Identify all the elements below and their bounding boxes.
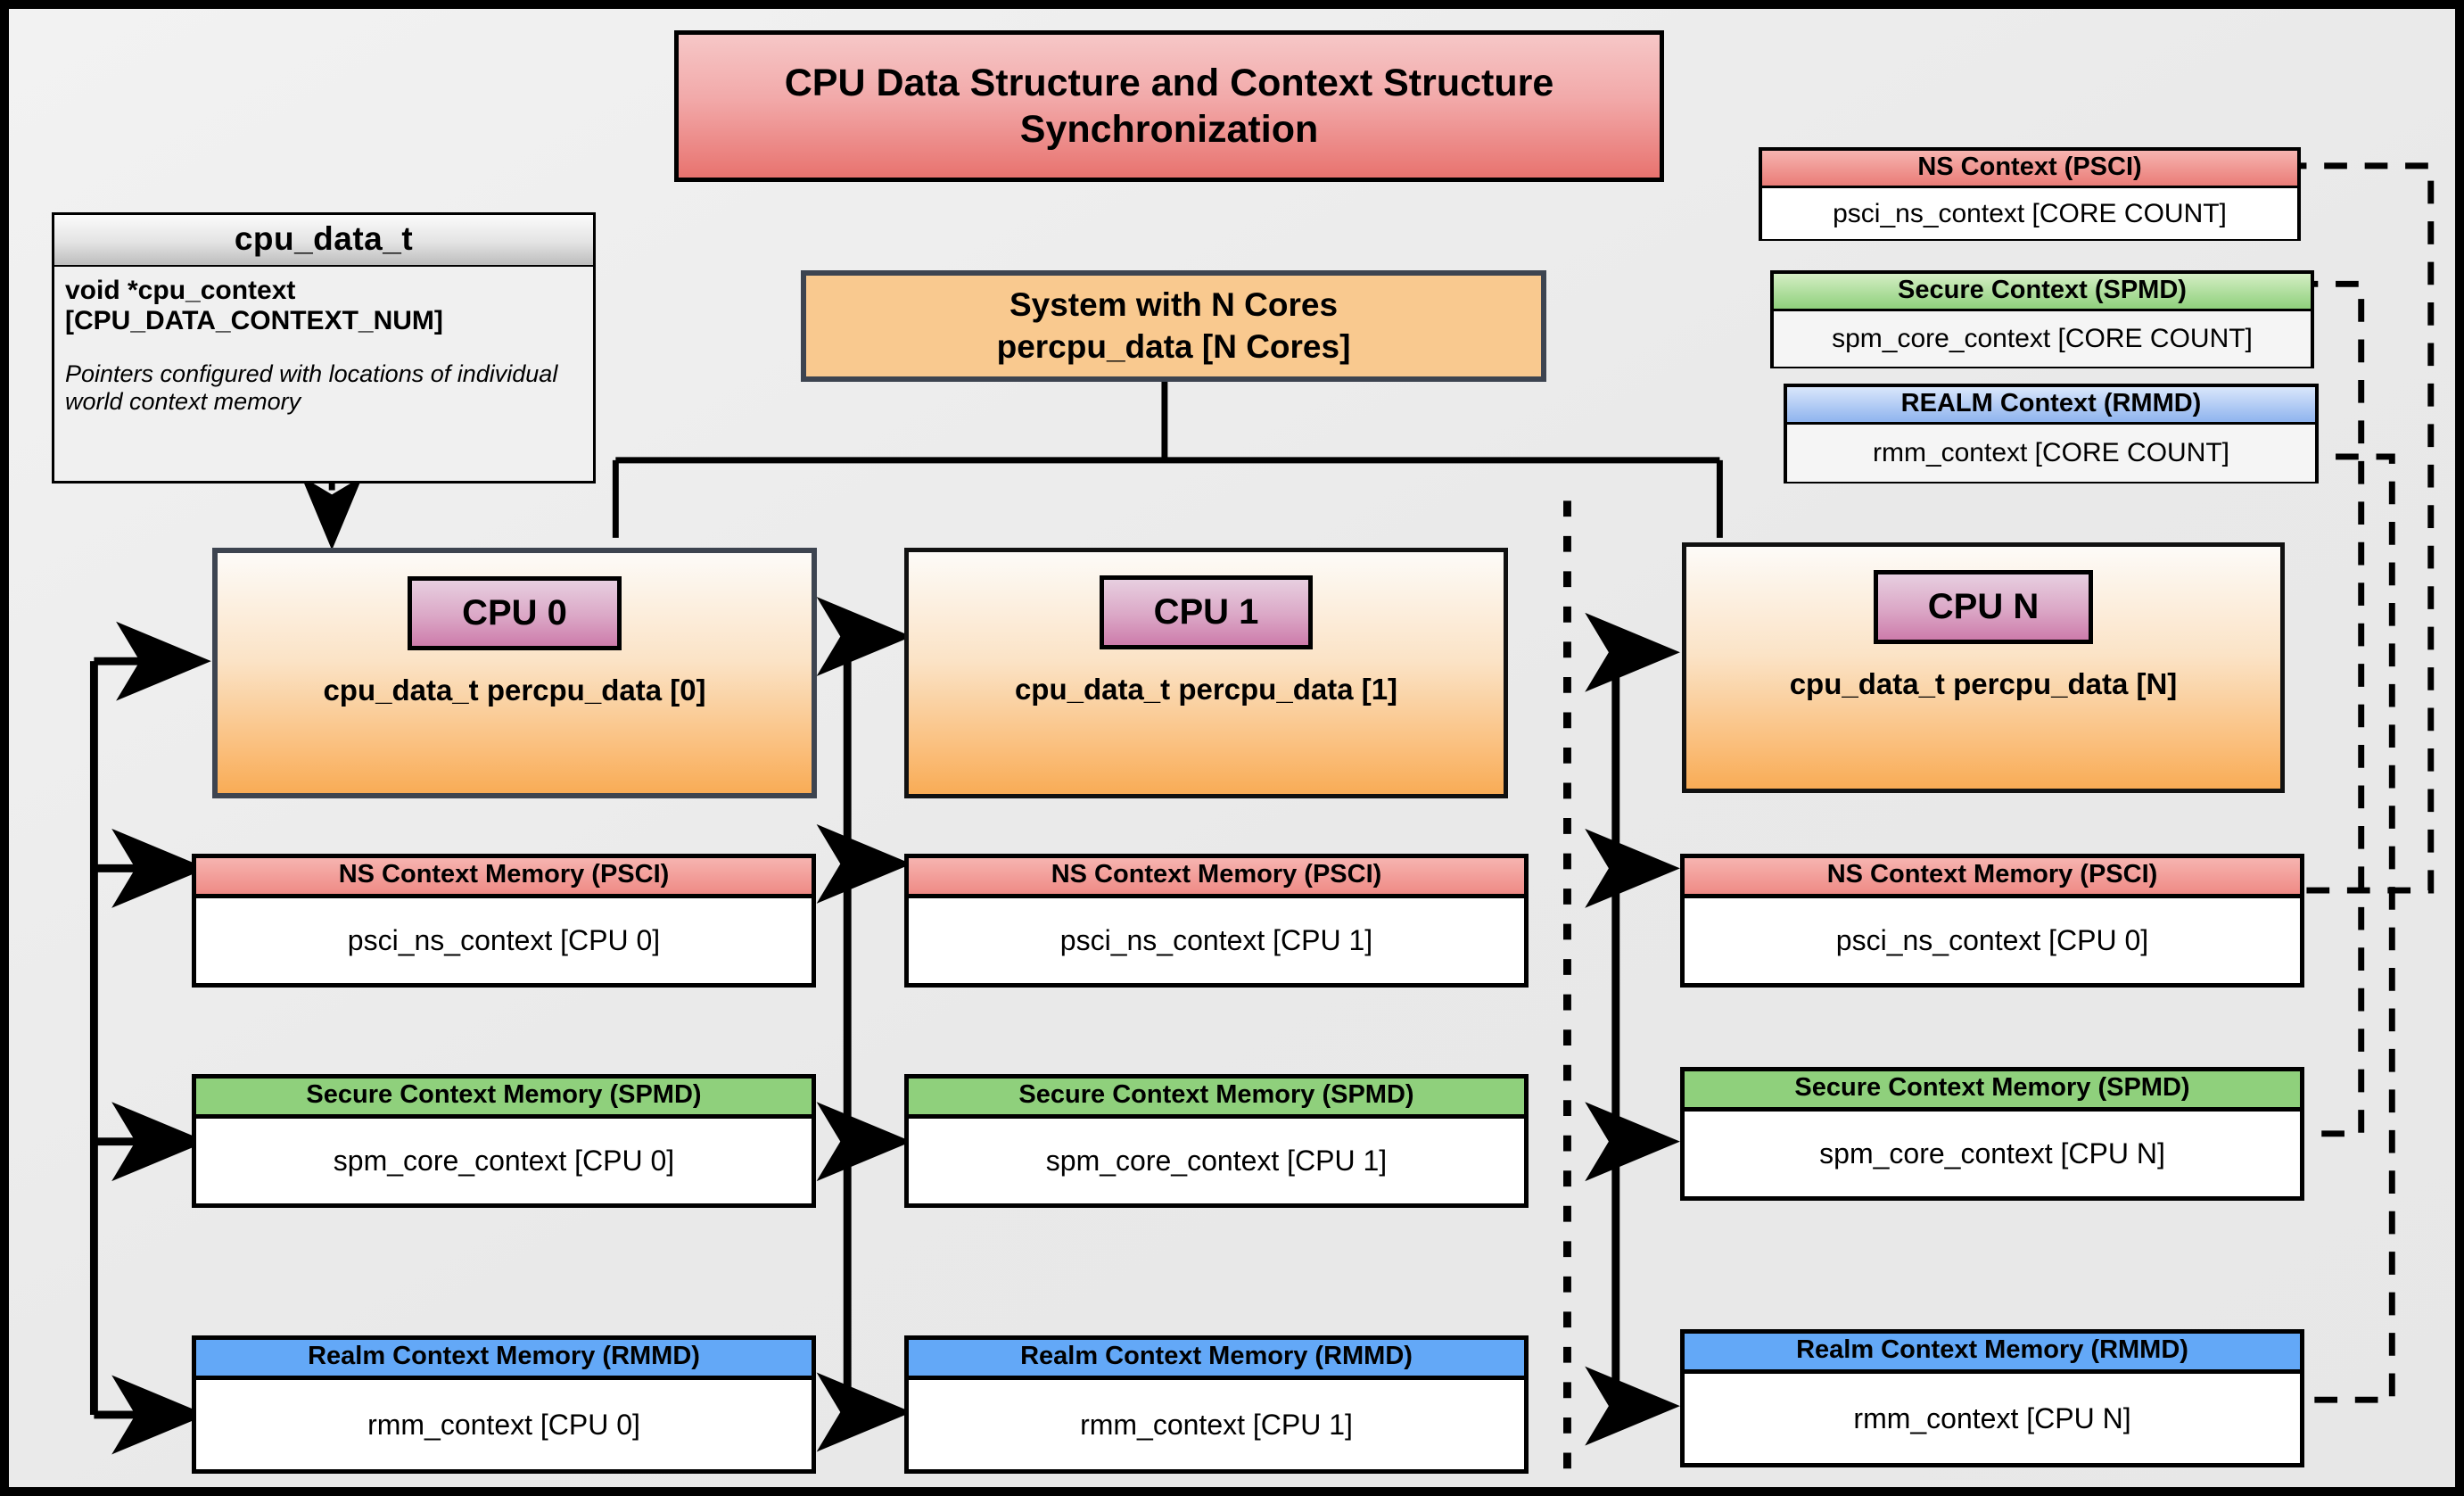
global-context-ns-body: psci_ns_context [CORE COUNT]: [1762, 188, 2297, 239]
cpu-chip-label-0: CPU 0: [408, 576, 622, 650]
cpu-panel-n: CPU N cpu_data_t percpu_data [N]: [1682, 542, 2285, 793]
memory-box-cpun-realm-header: Realm Context Memory (RMMD): [1685, 1334, 2300, 1374]
global-context-ns: NS Context (PSCI) psci_ns_context [CORE …: [1759, 147, 2301, 241]
global-context-secure-header: Secure Context (SPMD): [1774, 274, 2311, 311]
global-context-realm: REALM Context (RMMD) rmm_context [CORE C…: [1784, 384, 2319, 484]
cpu-panel-1: CPU 1 cpu_data_t percpu_data [1]: [904, 548, 1508, 798]
system-box: System with N Cores percpu_data [N Cores…: [801, 270, 1546, 382]
global-context-secure-body: spm_core_context [CORE COUNT]: [1774, 311, 2311, 367]
memory-box-cpu0-ns: NS Context Memory (PSCI) psci_ns_context…: [192, 854, 816, 988]
memory-box-cpun-ns-header: NS Context Memory (PSCI): [1685, 858, 2300, 898]
global-context-realm-body: rmm_context [CORE COUNT]: [1787, 425, 2315, 482]
memory-box-cpu0-secure-header: Secure Context Memory (SPMD): [196, 1079, 812, 1119]
memory-box-cpu1-secure: Secure Context Memory (SPMD) spm_core_co…: [904, 1074, 1529, 1208]
memory-box-cpu1-secure-body: spm_core_context [CPU 1]: [1045, 1145, 1388, 1178]
memory-box-cpun-realm-body: rmm_context [CPU N]: [1853, 1401, 2131, 1434]
system-line1: System with N Cores: [1009, 286, 1339, 324]
memory-box-cpu1-realm-body: rmm_context [CPU 1]: [1080, 1408, 1353, 1441]
memory-box-cpun-secure-body: spm_core_context [CPU N]: [1819, 1137, 2165, 1170]
page-title: CPU Data Structure and Context Structure…: [674, 30, 1664, 182]
memory-box-cpun-secure: Secure Context Memory (SPMD) spm_core_co…: [1680, 1067, 2304, 1201]
cpu-caption-n: cpu_data_t percpu_data [N]: [1789, 667, 2178, 700]
memory-box-cpu1-ns: NS Context Memory (PSCI) psci_ns_context…: [904, 854, 1529, 988]
memory-box-cpun-secure-header: Secure Context Memory (SPMD): [1685, 1071, 2300, 1112]
cpu-panel-0: CPU 0 cpu_data_t percpu_data [0]: [212, 548, 817, 798]
global-context-ns-header: NS Context (PSCI): [1762, 151, 2297, 188]
cpu-caption-0: cpu_data_t percpu_data [0]: [323, 674, 706, 707]
cpu-chip-label-n: CPU N: [1873, 570, 2094, 644]
memory-box-cpun-realm: Realm Context Memory (RMMD) rmm_context …: [1680, 1329, 2304, 1467]
memory-box-cpu1-realm-header: Realm Context Memory (RMMD): [909, 1340, 1524, 1380]
memory-box-cpu0-secure: Secure Context Memory (SPMD) spm_core_co…: [192, 1074, 816, 1208]
memory-box-cpu0-ns-body: psci_ns_context [CPU 0]: [347, 924, 661, 957]
memory-box-cpu0-realm-body: rmm_context [CPU 0]: [367, 1408, 640, 1441]
memory-box-cpu0-ns-header: NS Context Memory (PSCI): [196, 858, 812, 898]
memory-box-cpu1-realm: Realm Context Memory (RMMD) rmm_context …: [904, 1335, 1529, 1474]
memory-box-cpu0-secure-body: spm_core_context [CPU 0]: [333, 1145, 675, 1178]
memory-box-cpu1-ns-header: NS Context Memory (PSCI): [909, 858, 1524, 898]
cpu-data-t-class-box: cpu_data_t void *cpu_context [CPU_DATA_C…: [52, 212, 596, 484]
system-line2: percpu_data [N Cores]: [996, 327, 1351, 365]
cpu-data-t-signature-line1: void *cpu_context: [65, 276, 296, 305]
global-context-realm-header: REALM Context (RMMD): [1787, 387, 2315, 425]
memory-box-cpu0-realm-header: Realm Context Memory (RMMD): [196, 1340, 812, 1380]
memory-box-cpun-ns: NS Context Memory (PSCI) psci_ns_context…: [1680, 854, 2304, 988]
cpu-data-t-title: cpu_data_t: [54, 215, 593, 267]
memory-box-cpun-ns-body: psci_ns_context [CPU 0]: [1835, 924, 2149, 957]
memory-box-cpu0-realm: Realm Context Memory (RMMD) rmm_context …: [192, 1335, 816, 1474]
cpu-data-t-signature-line2: [CPU_DATA_CONTEXT_NUM]: [65, 305, 443, 335]
cpu-data-t-body: void *cpu_context [CPU_DATA_CONTEXT_NUM]…: [54, 267, 593, 426]
system-box-text: System with N Cores percpu_data [N Cores…: [997, 285, 1351, 368]
cpu-chip-label-1: CPU 1: [1099, 575, 1314, 649]
global-context-secure: Secure Context (SPMD) spm_core_context […: [1770, 270, 2314, 368]
cpu-caption-1: cpu_data_t percpu_data [1]: [1014, 673, 1398, 706]
memory-box-cpu1-secure-header: Secure Context Memory (SPMD): [909, 1079, 1524, 1119]
cpu-data-t-note: Pointers configured with locations of in…: [65, 360, 558, 416]
memory-box-cpu1-ns-body: psci_ns_context [CPU 1]: [1059, 924, 1373, 957]
